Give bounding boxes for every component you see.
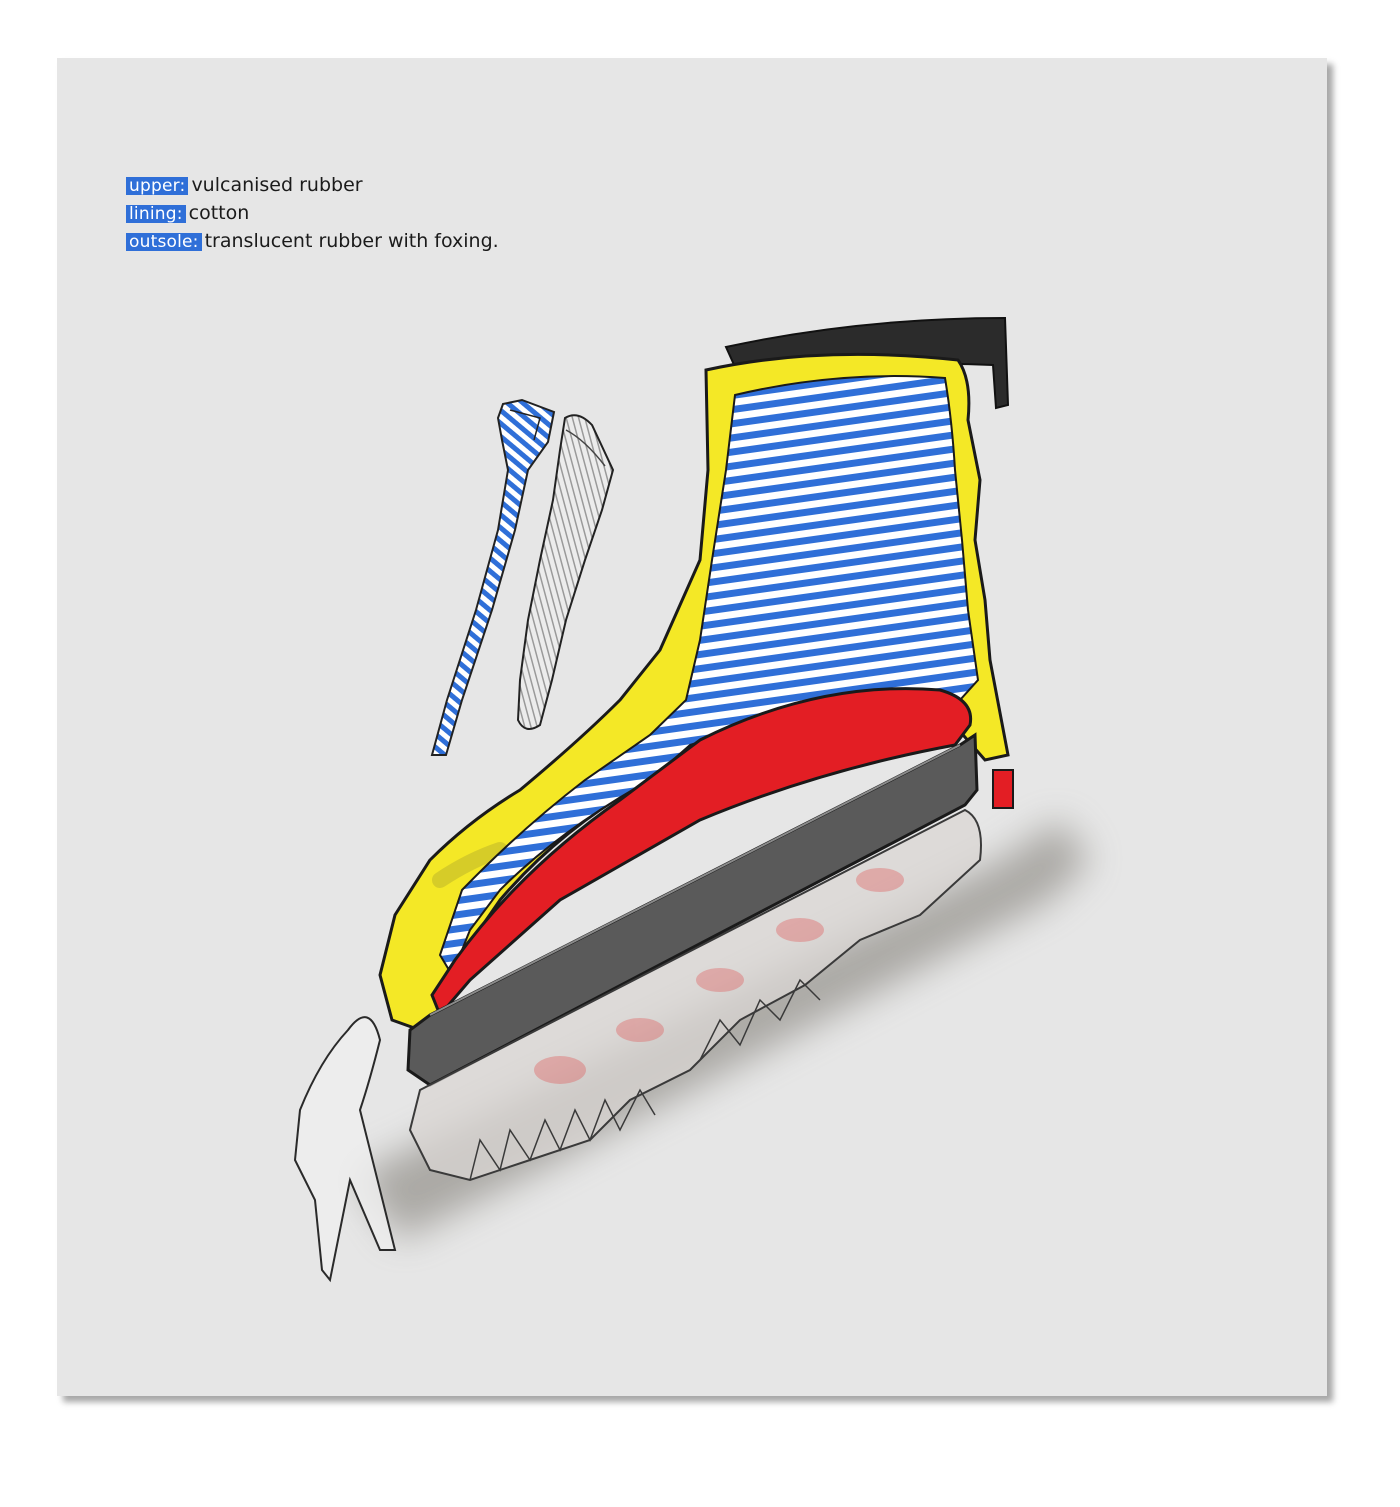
spec-key-outsole: outsole:	[126, 233, 202, 251]
toe-foxing	[293, 1016, 397, 1283]
insole	[430, 687, 973, 1018]
midsole	[406, 732, 979, 1087]
spec-upper: upper:vulcanised rubber	[126, 171, 499, 199]
spec-key-lining: lining:	[126, 205, 186, 223]
outsole	[408, 808, 982, 1182]
spec-value-outsole: translucent rubber with foxing.	[204, 230, 499, 252]
spec-value-lining: cotton	[188, 202, 250, 224]
heel-tab	[992, 769, 1014, 809]
spec-value-upper: vulcanised rubber	[191, 174, 363, 196]
spec-lining: lining:cotton	[126, 199, 499, 227]
outsole-lugs	[469, 978, 821, 1181]
outsole-red-tint	[534, 868, 904, 1084]
material-spec-list: upper:vulcanised rubber lining:cotton ou…	[126, 171, 499, 255]
spec-outsole: outsole:translucent rubber with foxing.	[126, 227, 499, 255]
spec-key-upper: upper:	[126, 177, 189, 195]
sock	[516, 414, 615, 730]
bootlace	[430, 398, 556, 756]
